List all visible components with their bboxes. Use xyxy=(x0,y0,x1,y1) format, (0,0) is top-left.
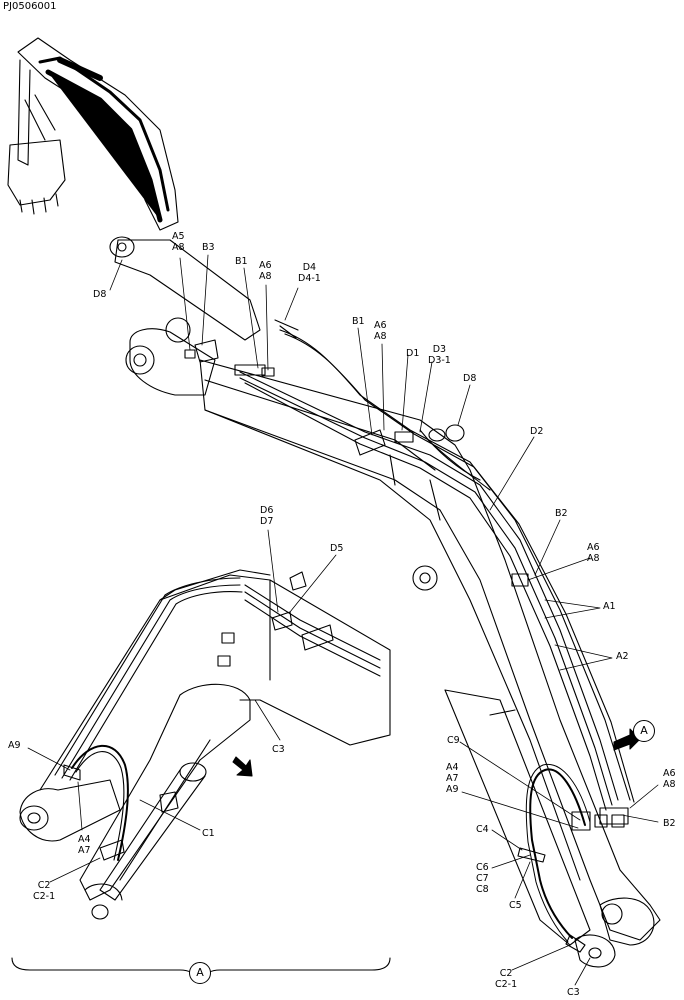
leader-lines xyxy=(27,254,659,986)
callout-b2-top: B2 xyxy=(555,508,568,519)
callout-d8-right: D8 xyxy=(463,373,477,384)
hose-loop-right xyxy=(517,763,591,953)
view-marker-right: A xyxy=(633,720,655,742)
callout-c3-left: C3 xyxy=(272,744,285,755)
hydraulic-lines xyxy=(239,329,635,811)
detail-view-a xyxy=(19,569,391,920)
callout-a2: A2 xyxy=(616,651,629,662)
document-id: PJ0506001 xyxy=(3,1,57,12)
callout-c3-right: C3 xyxy=(567,987,580,998)
callout-c4: C4 xyxy=(476,824,489,835)
thumbnail-arm xyxy=(7,37,179,231)
callout-b2-bottom: B2 xyxy=(663,818,676,829)
callout-a9-left: A9 xyxy=(8,740,21,751)
callout-b1-left: B1 xyxy=(235,256,248,267)
callout-a1: A1 xyxy=(603,601,616,612)
clamps-upper xyxy=(184,319,629,831)
callout-d1: D1 xyxy=(406,348,420,359)
callout-c1: C1 xyxy=(202,828,215,839)
view-marker-bottom: A xyxy=(189,962,211,984)
callout-d2: D2 xyxy=(530,426,544,437)
callout-d8-top: D8 xyxy=(93,289,107,300)
callout-b3: B3 xyxy=(202,242,215,253)
callout-c5: C5 xyxy=(509,900,522,911)
callout-d5: D5 xyxy=(330,543,344,554)
view-arrow xyxy=(232,728,641,777)
boom-body xyxy=(109,236,661,968)
callout-c9: C9 xyxy=(447,735,460,746)
callout-b1-right: B1 xyxy=(352,316,365,327)
